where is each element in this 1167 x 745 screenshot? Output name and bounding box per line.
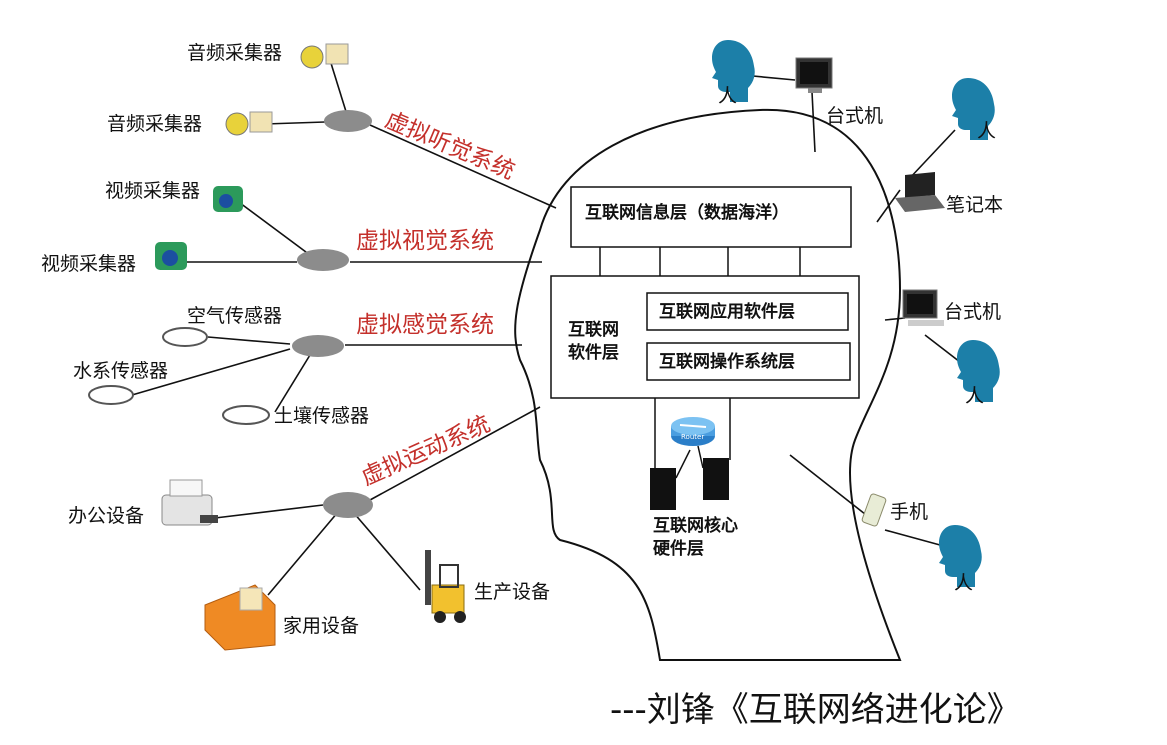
hardware-lines — [654, 398, 731, 470]
head-outline — [514, 108, 902, 661]
video-collector-icon — [155, 242, 187, 270]
person-label: 人 — [977, 120, 997, 142]
router-icon — [671, 417, 715, 446]
terminal-label-desktop1: 台式机 — [826, 105, 884, 127]
system-label-sensory: 虚拟感觉系统 — [356, 312, 494, 338]
app-layer-label: 互联网应用软件层 — [659, 302, 795, 322]
desktop-computer-icon — [795, 57, 833, 93]
router-label: Router — [681, 433, 705, 441]
audio-collector-icon — [225, 111, 273, 136]
info-layer-label: 互联网信息层（数据海洋） — [585, 203, 789, 223]
person-label: 人 — [954, 572, 974, 594]
person-label: 人 — [718, 85, 738, 107]
laptop-icon — [895, 172, 945, 212]
device-label-video2: 视频采集器 — [41, 253, 137, 275]
device-label-air: 空气传感器 — [187, 305, 283, 327]
device-label-water: 水系传感器 — [73, 360, 169, 382]
video-collector-icon — [213, 186, 243, 212]
mobile-phone-icon — [861, 493, 887, 527]
desktop-computer-icon — [902, 289, 944, 326]
os-layer-label: 互联网操作系统层 — [659, 352, 795, 372]
device-label-soil: 土壤传感器 — [274, 405, 370, 427]
device-label-production: 生产设备 — [474, 581, 551, 603]
terminal-label-desktop2: 台式机 — [944, 301, 1002, 323]
terminal-label-phone: 手机 — [890, 501, 929, 523]
device-label-audio1: 音频采集器 — [187, 42, 283, 64]
hardware-layer-label-line1: 互联网核心 — [653, 516, 738, 536]
app-layer-box — [646, 292, 849, 331]
person-label: 人 — [965, 385, 985, 407]
device-label-video1: 视频采集器 — [105, 180, 201, 202]
server-icon — [650, 445, 729, 510]
system-label-visual: 虚拟视觉系统 — [356, 228, 494, 254]
home-appliance-icon — [204, 584, 276, 651]
terminal-label-laptop: 笔记本 — [946, 194, 1004, 216]
sensor-nodes — [88, 327, 270, 425]
printer-icon — [161, 479, 218, 526]
device-label-office: 办公设备 — [68, 505, 145, 527]
software-layer-title-line2: 软件层 — [568, 343, 619, 363]
info-layer-box — [570, 186, 852, 248]
software-layer-title-line1: 互联网 — [568, 320, 619, 340]
device-label-home: 家用设备 — [283, 615, 360, 637]
connection-lines — [131, 59, 961, 596]
device-label-audio2: 音频采集器 — [107, 113, 203, 135]
audio-collector-icon — [300, 43, 349, 69]
hub-nodes — [292, 110, 373, 518]
source-caption: ---刘锋《互联网络进化论》 — [610, 690, 1021, 730]
forklift-icon — [425, 550, 466, 623]
os-layer-box — [646, 342, 851, 381]
hardware-layer-label-line2: 硬件层 — [653, 539, 704, 559]
